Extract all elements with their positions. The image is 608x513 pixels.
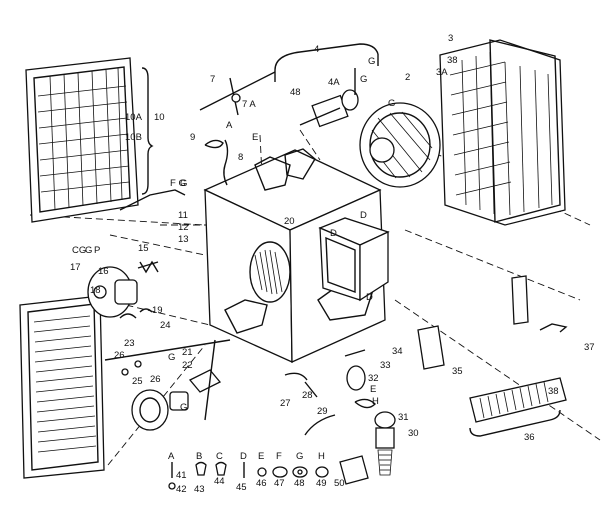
label-33: 33 — [380, 360, 391, 371]
front-louver-panel — [19, 295, 105, 479]
label-cg: CG — [72, 245, 86, 256]
mark-g-4: G — [368, 56, 375, 67]
label-26-upper: 26 — [114, 350, 125, 361]
label-26-lower: 26 — [150, 374, 161, 385]
label-43: 43 — [194, 484, 205, 495]
blower-wheel-lines — [254, 249, 283, 295]
fastener-letter-a: A — [168, 451, 175, 462]
label-50: 50 — [334, 478, 345, 489]
mark-d-duct-1: D — [330, 228, 337, 239]
mark-e-upper: E — [252, 132, 258, 143]
label-38-top: 38 — [447, 55, 458, 66]
label-27: 27 — [280, 398, 291, 409]
grille-grid — [37, 67, 130, 211]
label-3a: 3A — [436, 67, 448, 78]
motor-assembly-4 — [274, 43, 379, 128]
label-42: 42 — [176, 484, 187, 495]
fastener-letter-d: D — [240, 451, 247, 462]
fasteners-row — [168, 455, 369, 490]
label-10b: 10B — [125, 132, 142, 143]
fastener-letter-c: C — [216, 451, 223, 462]
mark-g-pulley: G — [180, 402, 187, 413]
callout-labels: 2 3 3A 38 4 4A 48 7 7 A 9 8 10A 10 10B F… — [70, 33, 595, 495]
label-31: 31 — [398, 412, 409, 423]
fastener-letter-g: G — [296, 451, 303, 462]
mark-g-left: G — [168, 352, 175, 363]
label-16: 16 — [98, 266, 109, 277]
label-46: 46 — [256, 478, 267, 489]
clip-37 — [539, 323, 568, 333]
label-9: 9 — [190, 132, 195, 143]
label-20: 20 — [284, 216, 295, 227]
label-19: 19 — [152, 305, 163, 316]
louver-slots — [33, 315, 97, 453]
label-10: 10 — [154, 112, 165, 123]
label-25: 25 — [132, 376, 143, 387]
label-fg: F G — [170, 178, 186, 189]
label-7: 7 — [210, 74, 215, 85]
label-32: 32 — [368, 373, 379, 384]
discharge-duct — [318, 217, 390, 302]
plate-35 — [417, 325, 445, 370]
label-22: 22 — [182, 360, 193, 371]
label-48-top: 48 — [290, 87, 301, 98]
label-13: 13 — [178, 234, 189, 245]
label-10a: 10A — [125, 112, 143, 123]
label-28: 28 — [302, 390, 313, 401]
mark-a-rod: A — [226, 120, 233, 131]
fastener-letter-f: F — [276, 451, 282, 462]
label-11: 11 — [178, 210, 188, 221]
mark-h: H — [372, 396, 379, 407]
label-45: 45 — [236, 482, 247, 493]
label-12: 12 — [178, 222, 189, 233]
label-48-bottom: 48 — [294, 478, 305, 489]
mark-p: P — [94, 245, 100, 256]
mark-d-duct-2: D — [360, 210, 367, 221]
label-8: 8 — [238, 152, 243, 163]
label-37: 37 — [584, 342, 595, 353]
float-rod-7 — [199, 71, 276, 186]
mark-d-lower: D — [366, 292, 373, 303]
label-7a: 7 A — [242, 99, 256, 110]
bracket-11 — [119, 189, 186, 211]
label-47: 47 — [274, 478, 285, 489]
bottom-grille-36 — [469, 377, 567, 437]
float-and-pump-parts — [284, 349, 396, 476]
label-36: 36 — [524, 432, 535, 443]
label-18: 18 — [90, 285, 101, 296]
label-49: 49 — [316, 478, 327, 489]
pad-frame-grid — [449, 51, 553, 216]
label-15: 15 — [138, 243, 149, 254]
label-21: 21 — [182, 347, 193, 358]
label-35: 35 — [452, 366, 463, 377]
label-3: 3 — [448, 33, 453, 44]
label-44: 44 — [214, 476, 225, 487]
label-4a: 4A — [328, 77, 340, 88]
fan-shroud-2 — [359, 102, 441, 188]
evaporative-pad-frame-3 — [439, 39, 566, 226]
label-17: 17 — [70, 262, 81, 273]
mark-g-cg: G — [85, 245, 92, 256]
filter-bar — [511, 275, 529, 325]
mark-g-shroud: G — [388, 98, 395, 109]
label-30: 30 — [408, 428, 419, 439]
mark-e-lower: E — [370, 384, 376, 395]
label-41: 41 — [176, 470, 187, 481]
label-23: 23 — [124, 338, 135, 349]
mark-g-fg: G — [180, 178, 187, 189]
fastener-letter-e: E — [258, 451, 264, 462]
rear-grille-panel-10 — [25, 57, 154, 223]
fastener-letter-h: H — [318, 451, 325, 462]
label-2: 2 — [405, 72, 410, 83]
fastener-letter-b: B — [196, 451, 202, 462]
pulley-assembly — [104, 339, 231, 431]
label-34: 34 — [392, 346, 403, 357]
label-29: 29 — [317, 406, 328, 417]
motor-mount-left — [87, 260, 159, 319]
label-24: 24 — [160, 320, 171, 331]
label-4: 4 — [314, 44, 319, 55]
mark-g-4a: G — [360, 74, 367, 85]
label-38-bottom: 38 — [548, 386, 559, 397]
